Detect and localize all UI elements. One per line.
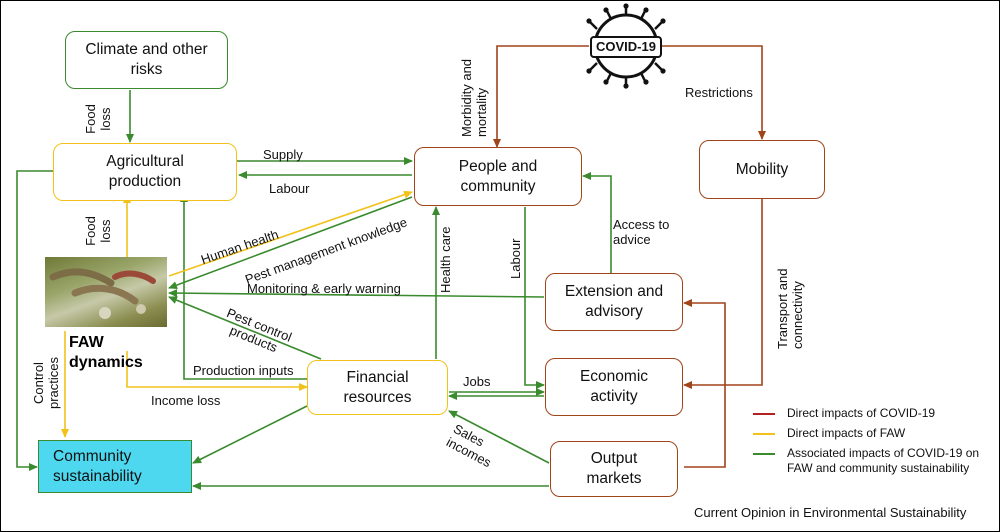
edge-access-advice	[582, 172, 612, 273]
health-care-label: Health care	[438, 226, 453, 293]
edge-financial-community	[192, 405, 308, 464]
labour-people-label: Labour	[508, 238, 523, 279]
economic-activity-node[interactable]: Economic activity	[545, 358, 683, 416]
jobs-label: Jobs	[463, 374, 491, 389]
people-community-node[interactable]: People and community	[414, 147, 582, 206]
agricultural-production-label: Agricultural production	[106, 153, 184, 190]
edge-monitoring	[168, 289, 545, 298]
edge-income-loss	[126, 351, 308, 391]
monitoring-label: Monitoring & early warning	[247, 281, 401, 296]
community-sustainability-label: Community sustainability	[53, 447, 142, 485]
legend-swatch-associated	[753, 453, 775, 455]
covid-virus-icon	[586, 3, 666, 89]
edge-agri-community	[16, 170, 53, 471]
income-loss-label: Income loss	[151, 393, 221, 408]
climate-risks-node[interactable]: Climate and other risks	[65, 31, 228, 89]
edge-covid-mobility	[661, 45, 766, 140]
edge-pest-knowledge	[168, 196, 413, 289]
community-sustainability-node[interactable]: Community sustainability	[38, 440, 192, 493]
output-markets-label: Output markets	[586, 450, 642, 487]
edge-sales-incomes	[448, 410, 550, 464]
edge-mobility-economic	[683, 199, 763, 389]
legend-item-faw: Direct impacts of FAW	[787, 426, 906, 440]
climate-risks-label: Climate and other risks	[85, 41, 208, 78]
edge-covid-people	[493, 45, 589, 148]
agricultural-production-node[interactable]: Agricultural production	[53, 143, 237, 201]
financial-resources-node[interactable]: Financial resources	[307, 360, 448, 415]
supply-label: Supply	[263, 147, 303, 162]
mobility-node[interactable]: Mobility	[699, 140, 825, 199]
output-markets-node[interactable]: Output markets	[550, 441, 678, 497]
legend-swatch-faw	[753, 433, 775, 435]
legend-item-covid: Direct impacts of COVID-19	[787, 406, 936, 420]
people-community-label: People and community	[458, 157, 538, 195]
edge-human-health	[168, 190, 413, 277]
financial-resources-label: Financial resources	[343, 368, 412, 406]
edge-production-inputs	[180, 193, 307, 380]
extension-advisory-node[interactable]: Extension and advisory	[545, 273, 683, 331]
edge-pest-products	[168, 296, 322, 360]
edge-markets-extension	[683, 299, 726, 468]
morbidity-label: Morbidity and mortality	[459, 58, 489, 137]
legend-swatch-covid	[753, 413, 775, 415]
production-inputs-label: Production inputs	[193, 363, 294, 378]
food-loss-top-label: Food loss	[83, 104, 113, 134]
faw-caterpillar-image	[45, 257, 167, 327]
edge-labour-economic	[524, 207, 545, 389]
access-advice-label: Access to advice	[613, 217, 670, 247]
economic-activity-label: Economic activity	[579, 368, 649, 405]
transport-label: Transport and connectivity	[775, 268, 805, 349]
food-loss-side-label: Food loss	[83, 216, 113, 246]
covid-label: COVID-19	[596, 39, 656, 54]
restrictions-label: Restrictions	[685, 85, 753, 100]
control-practices-label: Control practices	[31, 356, 61, 410]
extension-advisory-label: Extension and advisory	[564, 283, 664, 320]
mobility-label: Mobility	[735, 160, 789, 178]
legend-item-associated: Associated impacts of COVID-19 on FAW an…	[787, 446, 980, 475]
labour-agri-label: Labour	[269, 181, 310, 196]
faw-dynamics-label: FAW dynamics	[69, 334, 143, 371]
source-credit: Current Opinion in Environmental Sustain…	[694, 505, 967, 520]
